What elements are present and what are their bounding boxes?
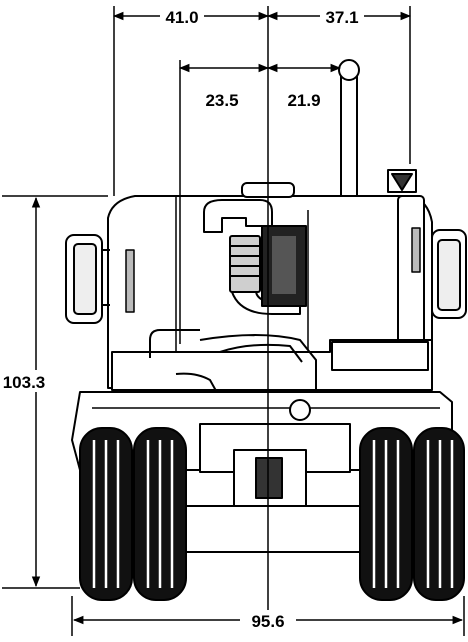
right-mirror — [431, 229, 467, 319]
label-right-half: 37.1 — [325, 8, 358, 27]
left-handle — [125, 249, 135, 313]
tires — [79, 427, 465, 601]
axle-housing — [199, 399, 351, 509]
dimension-labels: 41.0 37.1 23.5 21.9 103.3 95.6 — [2, 6, 364, 632]
left-mirror — [65, 234, 110, 324]
tire-left-inner — [133, 427, 187, 601]
dimension-lines — [2, 6, 465, 636]
label-left-half: 41.0 — [165, 8, 198, 27]
tire-right-outer — [413, 427, 465, 601]
label-height: 103.3 — [3, 373, 46, 392]
label-width: 95.6 — [251, 612, 284, 631]
right-handle — [411, 227, 421, 273]
air-cleaner — [387, 169, 425, 347]
tire-left-outer — [79, 427, 133, 601]
tire-right-inner — [359, 427, 413, 601]
label-left-inner: 23.5 — [205, 91, 238, 110]
label-right-inner: 21.9 — [287, 91, 320, 110]
